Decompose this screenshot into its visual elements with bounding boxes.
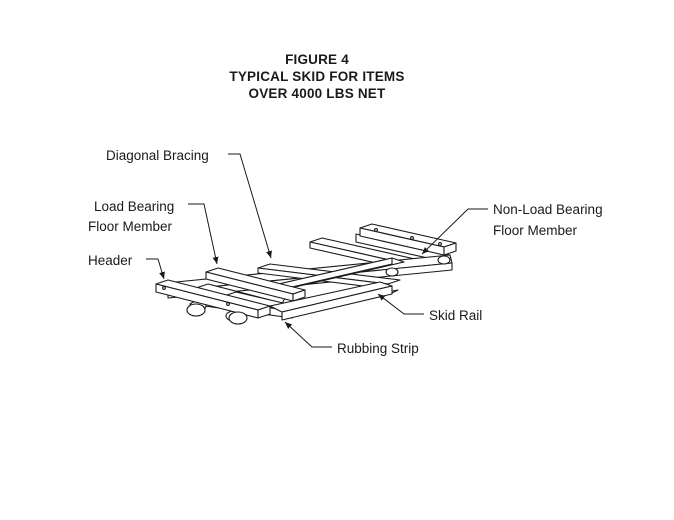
label-rubbing-strip: Rubbing Strip <box>337 341 419 356</box>
leader-header <box>146 258 165 280</box>
leader-skid-rail <box>377 293 424 315</box>
label-non-load-bearing-line2: Floor Member <box>493 223 578 238</box>
figure-title-line-1: TYPICAL SKID FOR ITEMS <box>229 69 405 84</box>
diagonal-bracing <box>257 257 405 293</box>
runner-end-caps <box>186 255 451 325</box>
figure-number: FIGURE 4 <box>285 52 349 67</box>
leader-rubbing-strip <box>284 321 332 348</box>
leader-load-bearing <box>188 203 219 265</box>
label-header: Header <box>88 253 133 268</box>
skid-rail-end <box>269 281 393 321</box>
leader-non-load-bearing <box>421 208 488 255</box>
label-load-bearing-line2: Floor Member <box>88 219 173 234</box>
label-diagonal-bracing: Diagonal Bracing <box>106 148 209 163</box>
label-non-load-bearing-line1: Non-Load Bearing <box>493 202 603 217</box>
figure-title-line-2: OVER 4000 LBS NET <box>248 86 386 101</box>
leader-diagonal-bracing <box>228 153 272 259</box>
label-skid-rail: Skid Rail <box>429 308 483 323</box>
header-front <box>155 279 271 319</box>
label-load-bearing-line1: Load Bearing <box>94 199 175 214</box>
